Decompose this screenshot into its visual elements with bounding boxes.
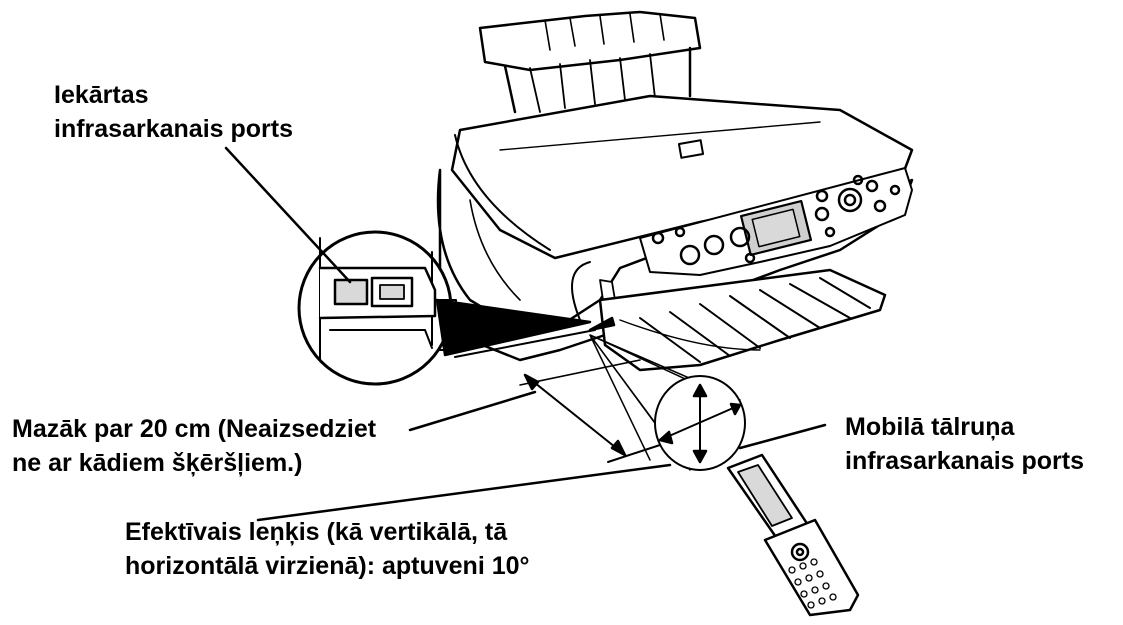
- angle-label-line2: horizontālā virzienā): aptuveni 10°: [125, 552, 530, 580]
- ir-beam: [523, 334, 746, 471]
- output-tray: [598, 268, 887, 372]
- device-ir-port-label-line2: infrasarkanais ports: [54, 115, 293, 143]
- distance-label-line2: ne ar kādiem šķēršļiem.): [12, 449, 303, 477]
- distance-label: Mazāk par 20 cm (Neaizsedziet ne ar kādi…: [12, 412, 376, 480]
- phone-ir-port-label: Mobilā tālruņa infrasarkanais ports: [845, 410, 1084, 478]
- control-panel: [639, 167, 913, 276]
- distance-leader: [408, 390, 537, 432]
- angle-label: Efektīvais leņķis (kā vertikālā, tā hori…: [125, 515, 530, 583]
- mobile-phone: [726, 453, 860, 617]
- phone-leader: [738, 423, 827, 450]
- angle-leader: [256, 463, 672, 522]
- phone-ir-port-label-line1: Mobilā tālruņa: [845, 413, 1015, 441]
- device-ir-port-label: Iekārtas infrasarkanais ports: [54, 78, 293, 146]
- angle-label-line1: Efektīvais leņķis (kā vertikālā, tā: [125, 518, 508, 546]
- device-ir-port-label-line1: Iekārtas: [54, 81, 149, 109]
- phone-ir-port-label-line2: infrasarkanais ports: [845, 447, 1084, 475]
- paper-support: [478, 10, 702, 114]
- ir-port-magnifier: [297, 230, 457, 386]
- leader-lines: [224, 146, 641, 386]
- distance-label-line1: Mazāk par 20 cm (Neaizsedziet: [12, 415, 377, 443]
